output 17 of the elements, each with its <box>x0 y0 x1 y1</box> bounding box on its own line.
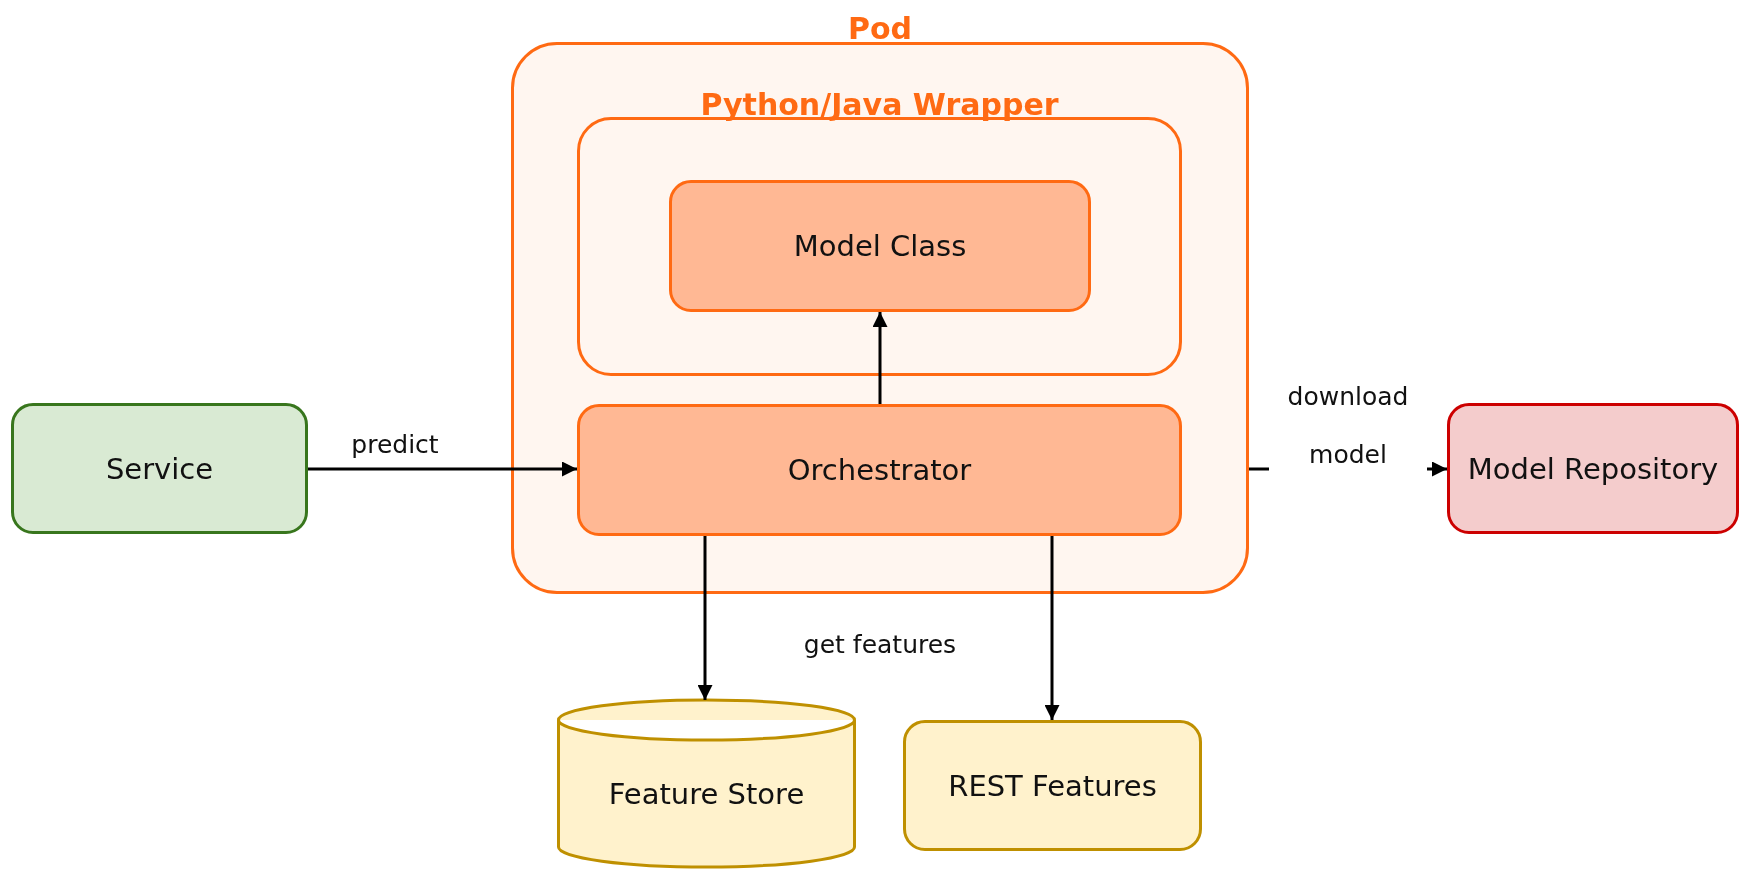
node-label: Feature Store <box>607 775 806 813</box>
container-title: Python/Java Wrapper <box>699 87 1060 122</box>
process-box <box>669 180 1091 312</box>
arrow <box>872 312 888 404</box>
service-box <box>11 403 308 534</box>
node-label: Orchestrator <box>786 451 973 489</box>
arrow <box>697 536 713 700</box>
node-label: Model Repository <box>1466 450 1720 488</box>
node-label: Model Class <box>792 227 968 265</box>
arrow <box>1044 536 1060 720</box>
repository-box <box>1447 403 1739 534</box>
node-label: Service <box>104 450 215 488</box>
data-source-box <box>903 720 1202 851</box>
node-label: REST Features <box>947 767 1158 805</box>
arrow <box>308 461 577 477</box>
process-box <box>577 404 1182 536</box>
container-title: Pod <box>846 11 914 46</box>
